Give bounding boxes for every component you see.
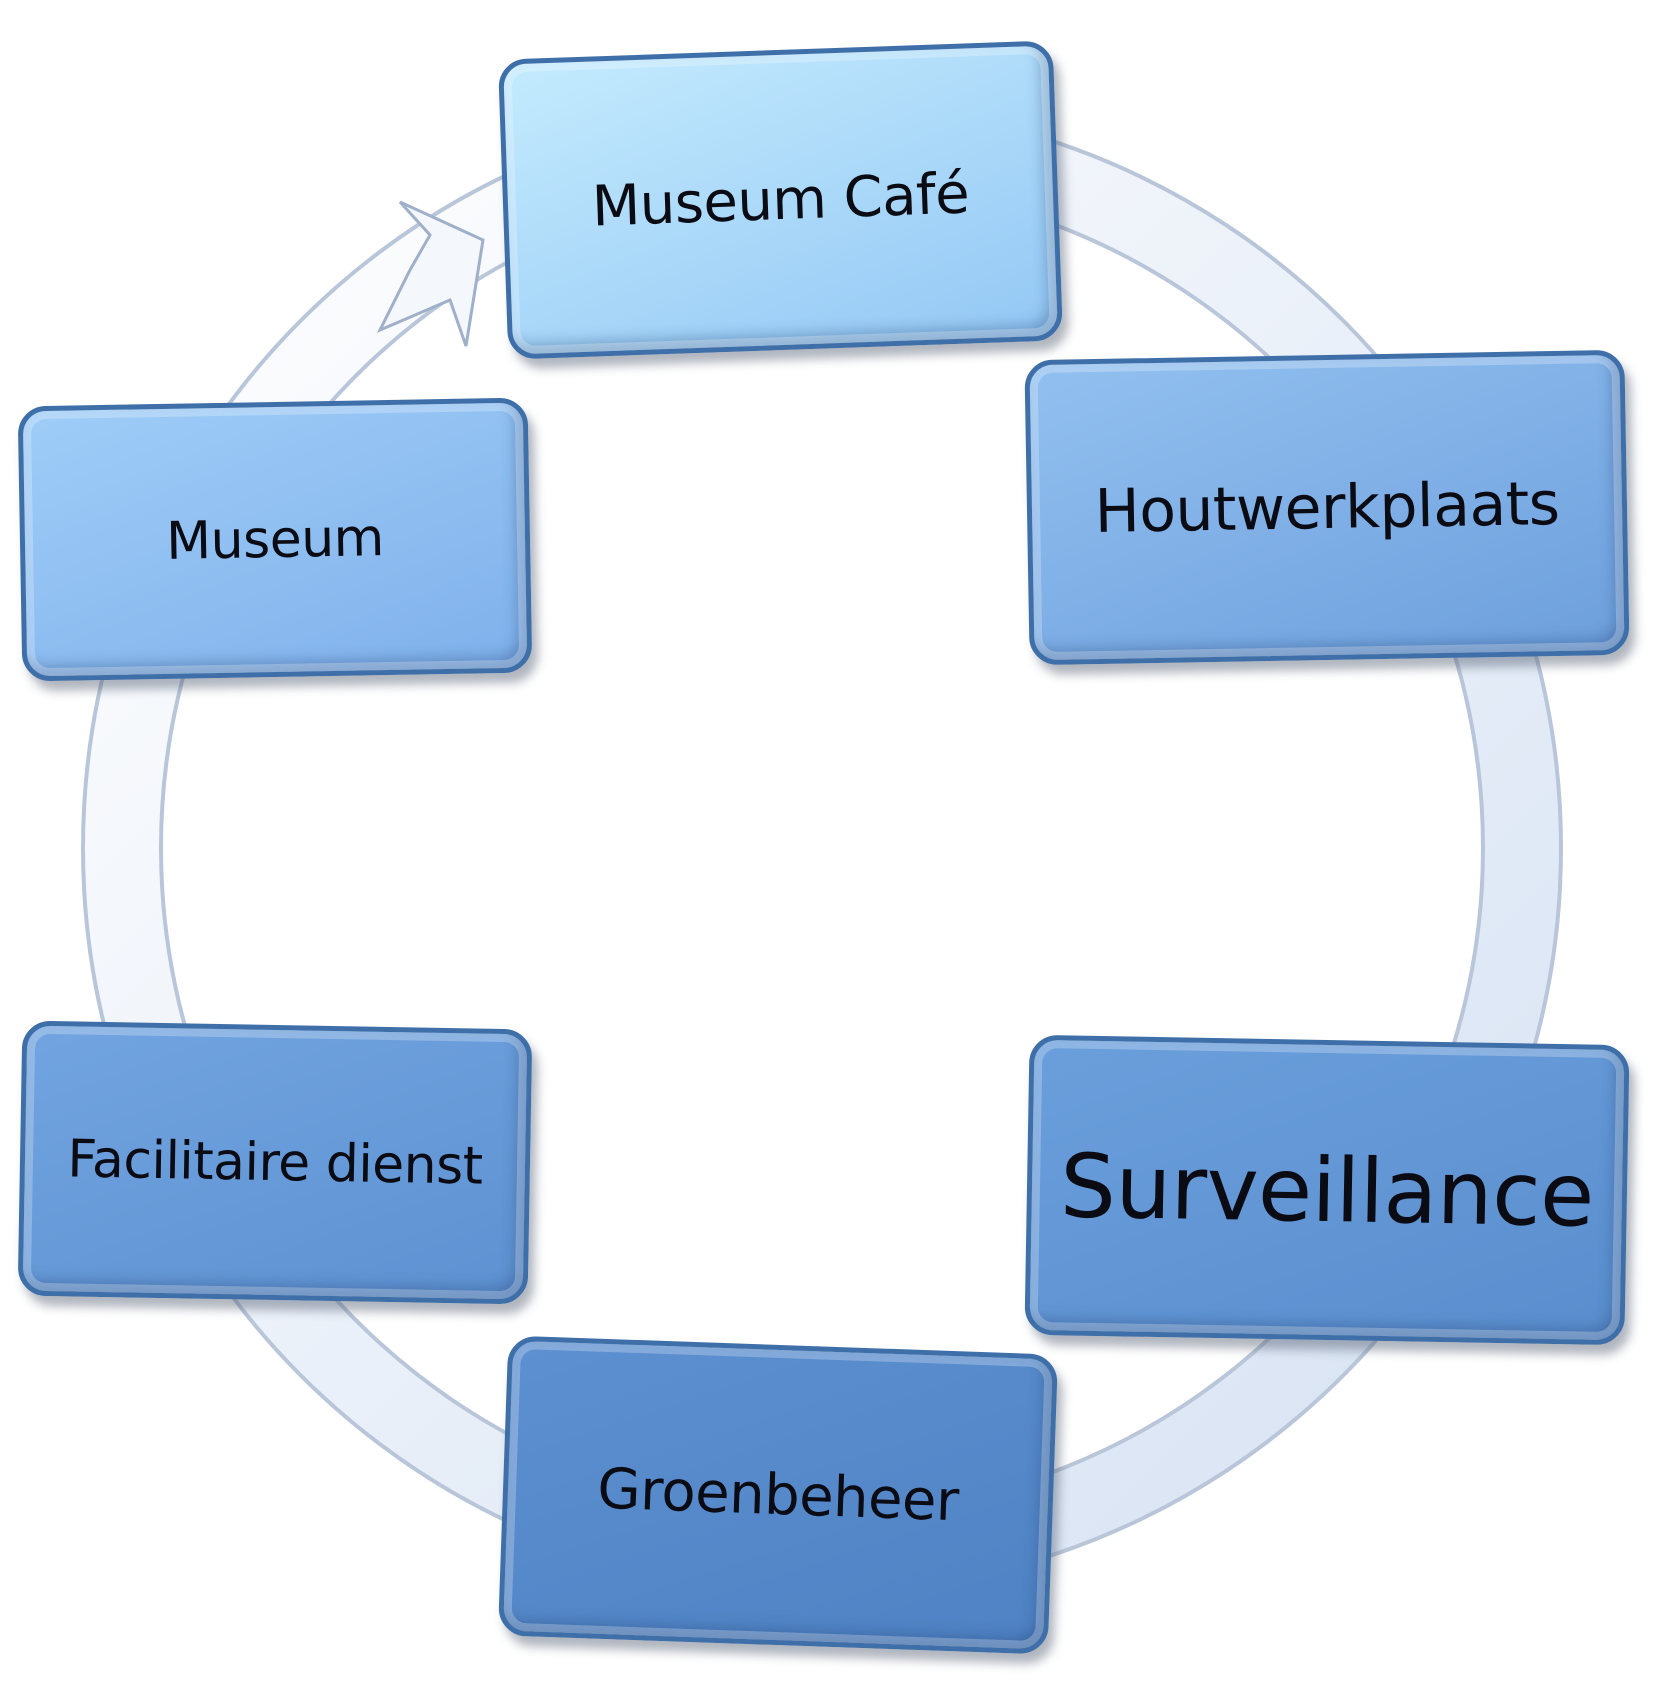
node-label: Facilitaire dienst <box>66 1128 484 1197</box>
arrow-head-icon <box>376 200 485 347</box>
node-label: Houtwerkplaats <box>1093 468 1560 547</box>
node-label: Museum <box>165 507 385 572</box>
node-label: Groenbeheer <box>596 1456 960 1534</box>
node-label: Museum Café <box>590 160 971 240</box>
node-facilitaire-dienst: Facilitaire dienst <box>17 1020 533 1305</box>
node-houtwerkplaats: Houtwerkplaats <box>1024 349 1630 666</box>
node-museum-cafe: Museum Café <box>497 40 1064 360</box>
node-groenbeheer: Groenbeheer <box>497 1335 1059 1655</box>
node-surveillance: Surveillance <box>1024 1034 1630 1346</box>
node-label: Surveillance <box>1059 1133 1595 1247</box>
node-museum: Museum <box>17 397 533 682</box>
